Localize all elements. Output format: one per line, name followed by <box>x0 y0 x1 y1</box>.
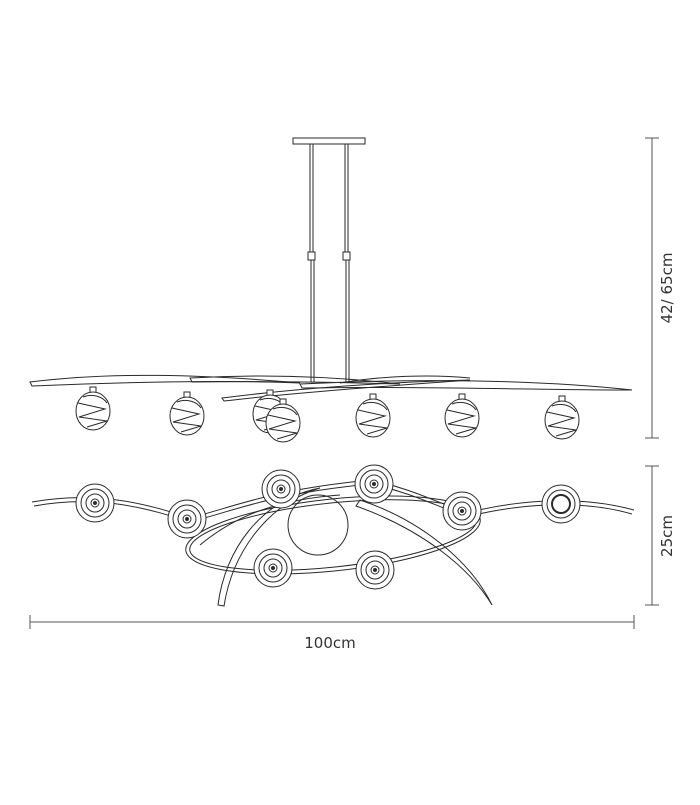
side-elevation-view <box>29 137 633 443</box>
plan-shade-4 <box>354 464 394 504</box>
plan-shade-2 <box>167 499 207 539</box>
arm-center-left <box>189 375 401 385</box>
side-shade-5 <box>355 393 391 438</box>
plan-shade-8 <box>355 550 395 590</box>
depth-dimension-label: 25cm <box>658 515 676 557</box>
side-shade-4 <box>265 398 301 443</box>
plan-shade-6 <box>541 484 581 524</box>
rod-joint-left <box>307 251 316 261</box>
arm-right <box>299 380 633 391</box>
plan-shade-5 <box>442 491 482 531</box>
plan-arc-right <box>355 499 493 606</box>
side-shade-2 <box>169 391 205 436</box>
arm-center-right <box>221 379 471 402</box>
plan-canopy <box>287 494 349 556</box>
side-shade-6 <box>444 393 480 438</box>
rod-joint-right <box>342 251 351 261</box>
plan-shade-3 <box>261 469 301 509</box>
arm-mid-rise <box>339 375 471 384</box>
arm-left <box>29 374 301 387</box>
side-shade-1 <box>75 386 111 431</box>
plan-shade-1 <box>75 483 115 523</box>
height-dimension-label: 42/ 65cm <box>658 253 676 324</box>
side-shade-7 <box>544 395 580 440</box>
dimension-lines <box>29 137 659 629</box>
plan-shade-7 <box>253 548 293 588</box>
plan-arc-top <box>199 494 341 546</box>
top-plan-view <box>31 464 635 607</box>
width-dimension-label: 100cm <box>304 634 356 652</box>
ceiling-canopy <box>292 137 366 145</box>
plan-arc-left <box>217 487 321 607</box>
side-shades <box>75 386 580 443</box>
plan-ring <box>185 495 481 575</box>
